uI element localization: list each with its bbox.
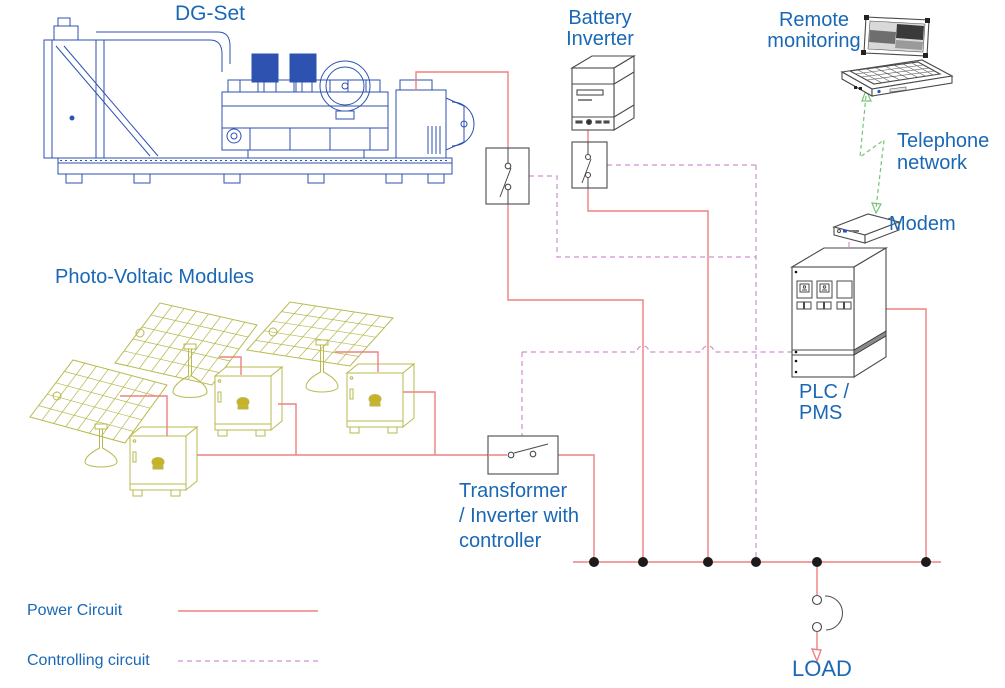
modem-icon [832,213,901,244]
label-remote-monitoring: Remote monitoring [767,9,861,52]
label-modem: Modem [889,213,956,235]
legend-control-label: Controlling circuit [27,652,150,669]
battery-inverter-icon [570,55,636,131]
telephone-link-lines [859,88,885,215]
label-transformer: Transformer / Inverter with controller [459,480,580,552]
dg-set-icon [43,17,475,184]
legend-power-label: Power Circuit [27,602,123,619]
plc-pms-icon [789,247,889,378]
label-dg-set: DG-Set [175,2,246,25]
label-load: LOAD [792,656,852,681]
label-battery-inverter: Battery Inverter [566,7,634,50]
dg-switch-icon [485,147,530,205]
label-pv-modules: Photo-Voltaic Modules [55,266,255,288]
pv-junction-box-icons [128,362,416,497]
pv-panel-icons [29,301,394,444]
load-breaker-icon [811,594,843,633]
laptop-icon [840,15,954,97]
battery-switch-icon [571,141,608,189]
bus-junction-dots [589,557,931,567]
label-telephone-network: Telephone network [897,130,990,174]
power-circuit-lines [120,71,941,663]
transformer-switch-icon [487,435,559,475]
label-plc-pms: PLC / PMS [799,381,850,424]
pv-stand-icons [84,339,339,468]
